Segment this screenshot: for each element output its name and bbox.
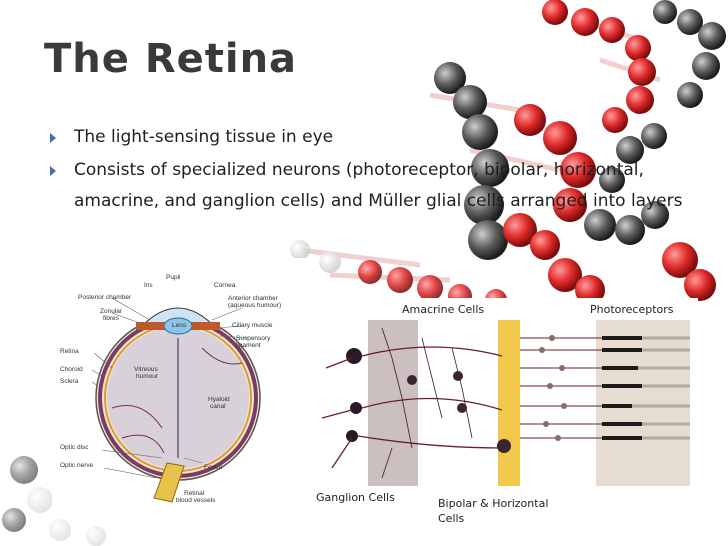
- bullet-text: Consists of specialized neurons (photore…: [74, 160, 683, 211]
- bullet-text: The light-sensing tissue in eye: [74, 127, 334, 147]
- eye-label-choroid: Choroid: [60, 366, 83, 373]
- eye-label-suspensory-ligament: ligament: [236, 342, 261, 349]
- eye-label-hyaloid: Hyaloid: [208, 396, 230, 403]
- eye-label-posterior-chamber: Posterior chamber: [78, 294, 132, 301]
- eye-label-ciliary-muscle: Ciliary muscle: [232, 322, 273, 329]
- eye-label-aqueous-humour: (aqueous humour): [228, 302, 282, 309]
- retina-layers-image: [312, 298, 698, 516]
- slide-title: The Retina: [44, 36, 298, 82]
- eye-label-iris: Iris: [144, 282, 153, 289]
- eye-label-hyaloid-canal: canal: [210, 403, 226, 410]
- eye-label-optic-disc: Optic disc: [60, 444, 89, 451]
- eye-label-retinal: Retinal: [184, 490, 205, 497]
- eye-label-vitreous: Vitreous: [134, 366, 158, 373]
- bullet-arrow-icon: [50, 166, 56, 176]
- eye-label-cornea: Cornea: [214, 282, 236, 289]
- eye-label-anterior-chamber: Anterior chamber: [228, 295, 278, 302]
- bullet-item: The light-sensing tissue in eye: [46, 122, 696, 153]
- eye-label-zonular-fibres: fibres: [103, 315, 119, 322]
- eye-label-blood-vessels: blood vessels: [176, 497, 216, 504]
- eye-label-sclera: Sclera: [60, 378, 79, 385]
- eye-label-suspensory: Suspensory: [236, 335, 271, 342]
- eye-label-retina: Retina: [60, 348, 79, 355]
- eye-label-fovea: Fovea: [204, 464, 223, 471]
- eye-label-pupil: Pupil: [166, 274, 181, 281]
- eye-cross-section-image: [91, 297, 261, 503]
- eye-anatomy-diagram: Pupil Iris Cornea Posterior chamber Ante…: [52, 258, 308, 516]
- label-bipolar-horizontal: Bipolar & Horizontal: [438, 497, 549, 510]
- bullet-item: Consists of specialized neurons (photore…: [46, 155, 696, 217]
- eye-label-optic-nerve: Optic nerve: [60, 462, 94, 469]
- label-cells: Cells: [438, 512, 465, 525]
- eye-label-lens: Lens: [172, 322, 187, 329]
- label-ganglion-cells: Ganglion Cells: [316, 491, 395, 504]
- label-amacrine-cells: Amacrine Cells: [402, 303, 485, 316]
- bullet-arrow-icon: [50, 133, 56, 143]
- eye-label-zonular: Zonular: [100, 308, 123, 315]
- bullet-list: The light-sensing tissue in eye Consists…: [46, 122, 696, 219]
- label-photoreceptors: Photoreceptors: [590, 303, 674, 316]
- eye-label-vitreous-humour: humour: [136, 373, 159, 380]
